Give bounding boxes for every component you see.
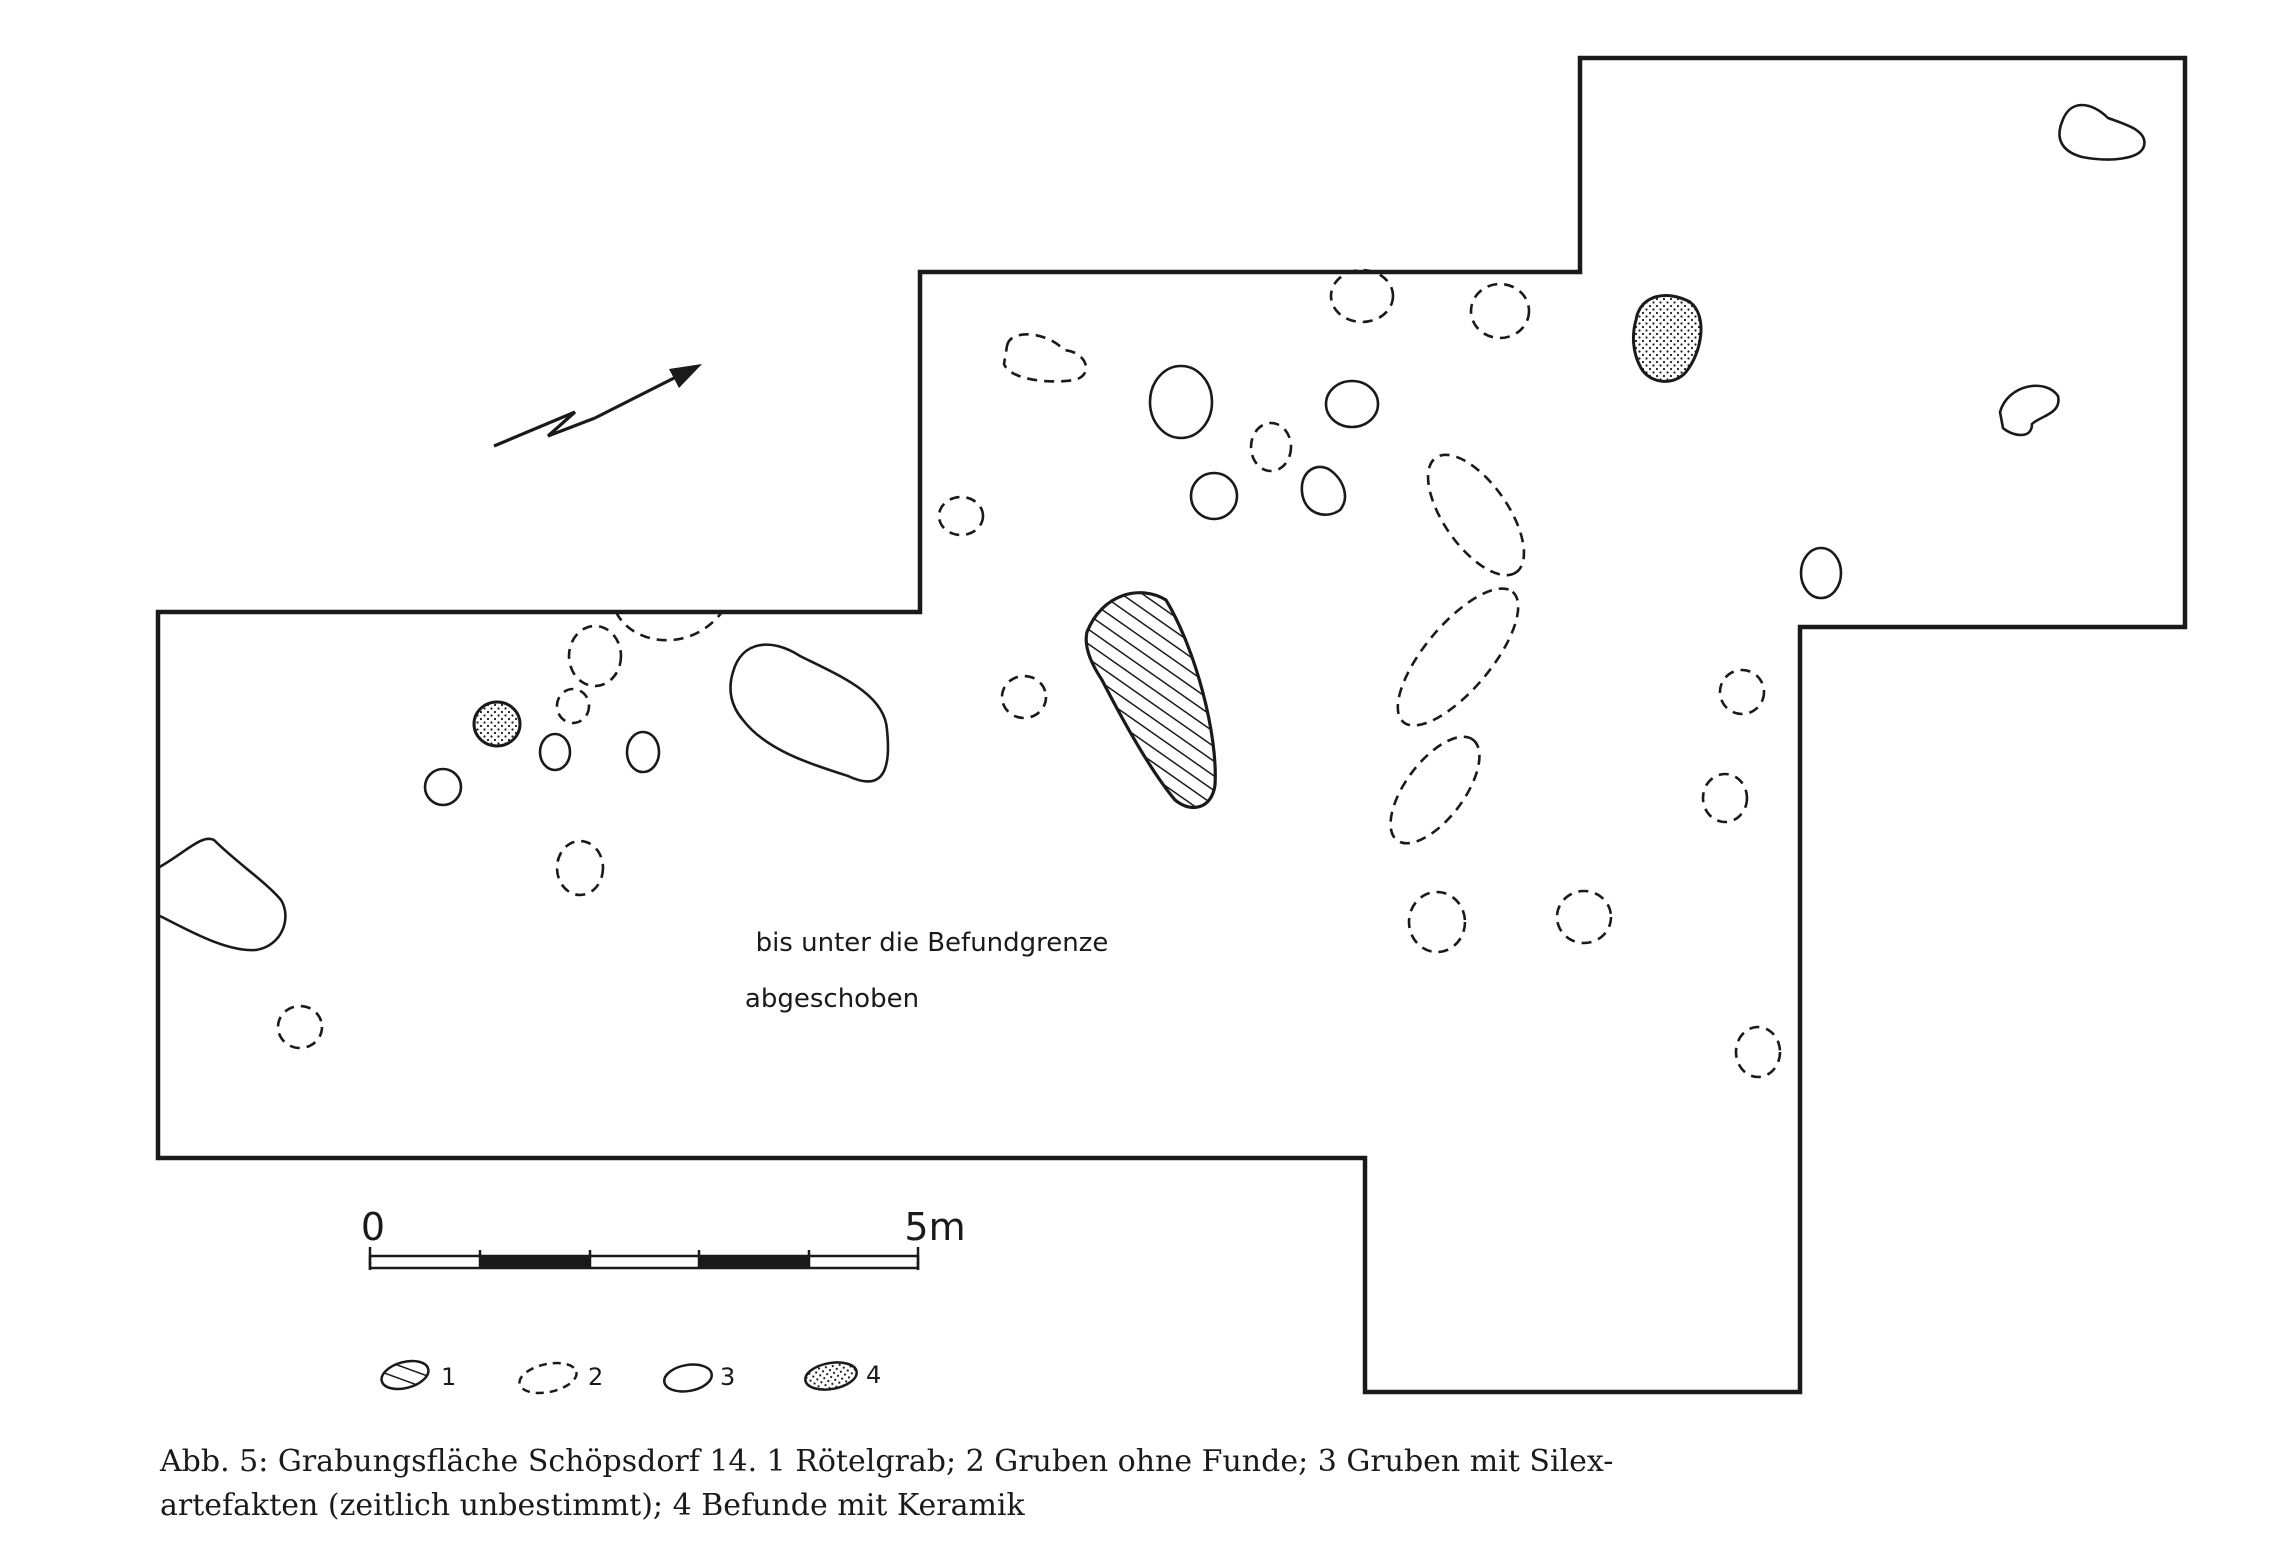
pit-dashed (1389, 735, 1481, 845)
scale-segment-filled (699, 1256, 809, 1268)
plan-note-line2: abgeschoben (745, 984, 919, 1014)
caption-line1: Abb. 5: Grabungsfläche Schöpsdorf 14. 1 … (160, 1444, 1614, 1479)
pits-with-flint (157, 103, 2146, 952)
pit-dashed (1701, 772, 1749, 824)
legend-item-4: 4 (804, 1361, 881, 1391)
scale-segment-filled (480, 1256, 590, 1268)
pit-dashed (555, 687, 591, 725)
figure-caption: Abb. 5: Grabungsfläche Schöpsdorf 14. 1 … (160, 1440, 1720, 1528)
pit-solid (2058, 103, 2146, 161)
legend-key-3: 3 (720, 1363, 735, 1391)
pit-dashed (276, 1004, 324, 1050)
pit-dashed (1396, 587, 1520, 727)
pit-solid (1300, 465, 1347, 516)
pit-dashed (1000, 674, 1048, 720)
pit-solid (423, 767, 463, 807)
pit-solid (1799, 546, 1843, 600)
pit-dashed (1002, 333, 1088, 383)
pit-solid (1998, 384, 2060, 437)
scale-label-start: 0 (361, 1205, 385, 1249)
pit-solid (1324, 379, 1380, 429)
north-arrow-icon (493, 364, 702, 448)
caption-line2: artefakten (zeitlich unbestimmt); 4 Befu… (160, 1488, 1025, 1523)
pit-solid (625, 730, 661, 774)
pit-dashed (1734, 1025, 1782, 1079)
pit-stippled (1631, 294, 1703, 383)
pit-dashed (1469, 282, 1531, 340)
legend: 1 2 3 4 (380, 1359, 881, 1395)
legend-key-2: 2 (588, 1363, 603, 1391)
pit-solid (729, 643, 890, 783)
pits-without-finds (276, 268, 1782, 1079)
pit-solid (538, 732, 572, 772)
legend-item-1: 1 (380, 1359, 456, 1391)
pit-dashed (1426, 453, 1526, 577)
pit-dashed (1329, 268, 1395, 324)
pit-dashed (1407, 890, 1467, 954)
pit-dashed (555, 839, 605, 897)
scale-label-end: 5m (904, 1205, 965, 1249)
pit-solid (1189, 471, 1239, 521)
excavation-boundary (155, 55, 2188, 1395)
scale-bar (368, 1247, 920, 1270)
feature-roetelgrab (1084, 591, 1217, 810)
legend-item-3: 3 (663, 1363, 735, 1393)
features-with-pottery (472, 294, 1703, 748)
pit-dashed (937, 495, 985, 537)
plan-note-line1: bis unter die Befundgrenze (756, 928, 1109, 958)
legend-item-2: 2 (518, 1361, 603, 1395)
pit-dashed (567, 624, 623, 688)
legend-key-4: 4 (866, 1361, 881, 1389)
pit-dashed (614, 611, 724, 642)
pit-solid (1148, 364, 1214, 440)
legend-swatch-stippled (804, 1361, 858, 1391)
pit-dashed (1718, 668, 1766, 716)
pit-solid (157, 837, 287, 952)
legend-swatch-solid (663, 1363, 713, 1393)
pit-dashed (1555, 889, 1613, 945)
legend-key-1: 1 (441, 1363, 456, 1391)
pit-stippled (472, 700, 522, 748)
legend-swatch-hatched (380, 1359, 430, 1391)
legend-swatch-dashed (518, 1361, 578, 1395)
pit-dashed (1249, 421, 1293, 473)
